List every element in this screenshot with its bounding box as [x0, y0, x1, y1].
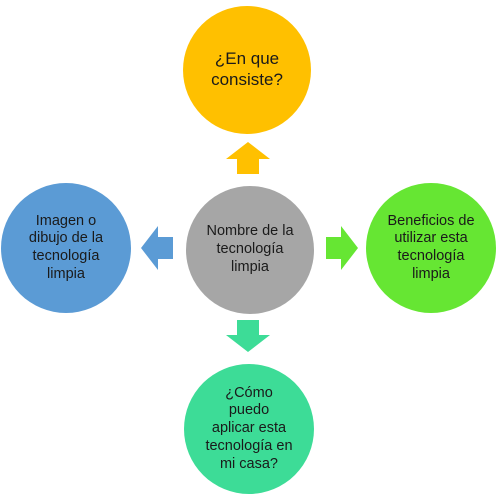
node-left-label: Imagen o dibujo de la tecnología limpia — [28, 212, 104, 282]
node-left-circle: Imagen o dibujo de la tecnología limpia — [1, 183, 131, 313]
node-bottom-circle: ¿Cómo puedo aplicar esta tecnología en m… — [184, 364, 314, 494]
arrow-down-icon — [226, 320, 270, 352]
arrow-left-icon — [141, 226, 173, 270]
node-top-label: ¿En que consiste? — [211, 49, 283, 89]
node-bottom-label: ¿Cómo puedo aplicar esta tecnología en m… — [205, 384, 293, 472]
node-right-label: Beneficios de utilizar esta tecnología l… — [387, 212, 475, 282]
arrow-right-icon — [326, 226, 358, 270]
node-center-circle: Nombre de la tecnología limpia — [186, 186, 314, 314]
arrow-up-icon — [226, 142, 270, 174]
node-top-circle: ¿En que consiste? — [183, 6, 311, 134]
node-right-circle: Beneficios de utilizar esta tecnología l… — [366, 183, 496, 313]
node-center-label: Nombre de la tecnología limpia — [206, 223, 294, 275]
